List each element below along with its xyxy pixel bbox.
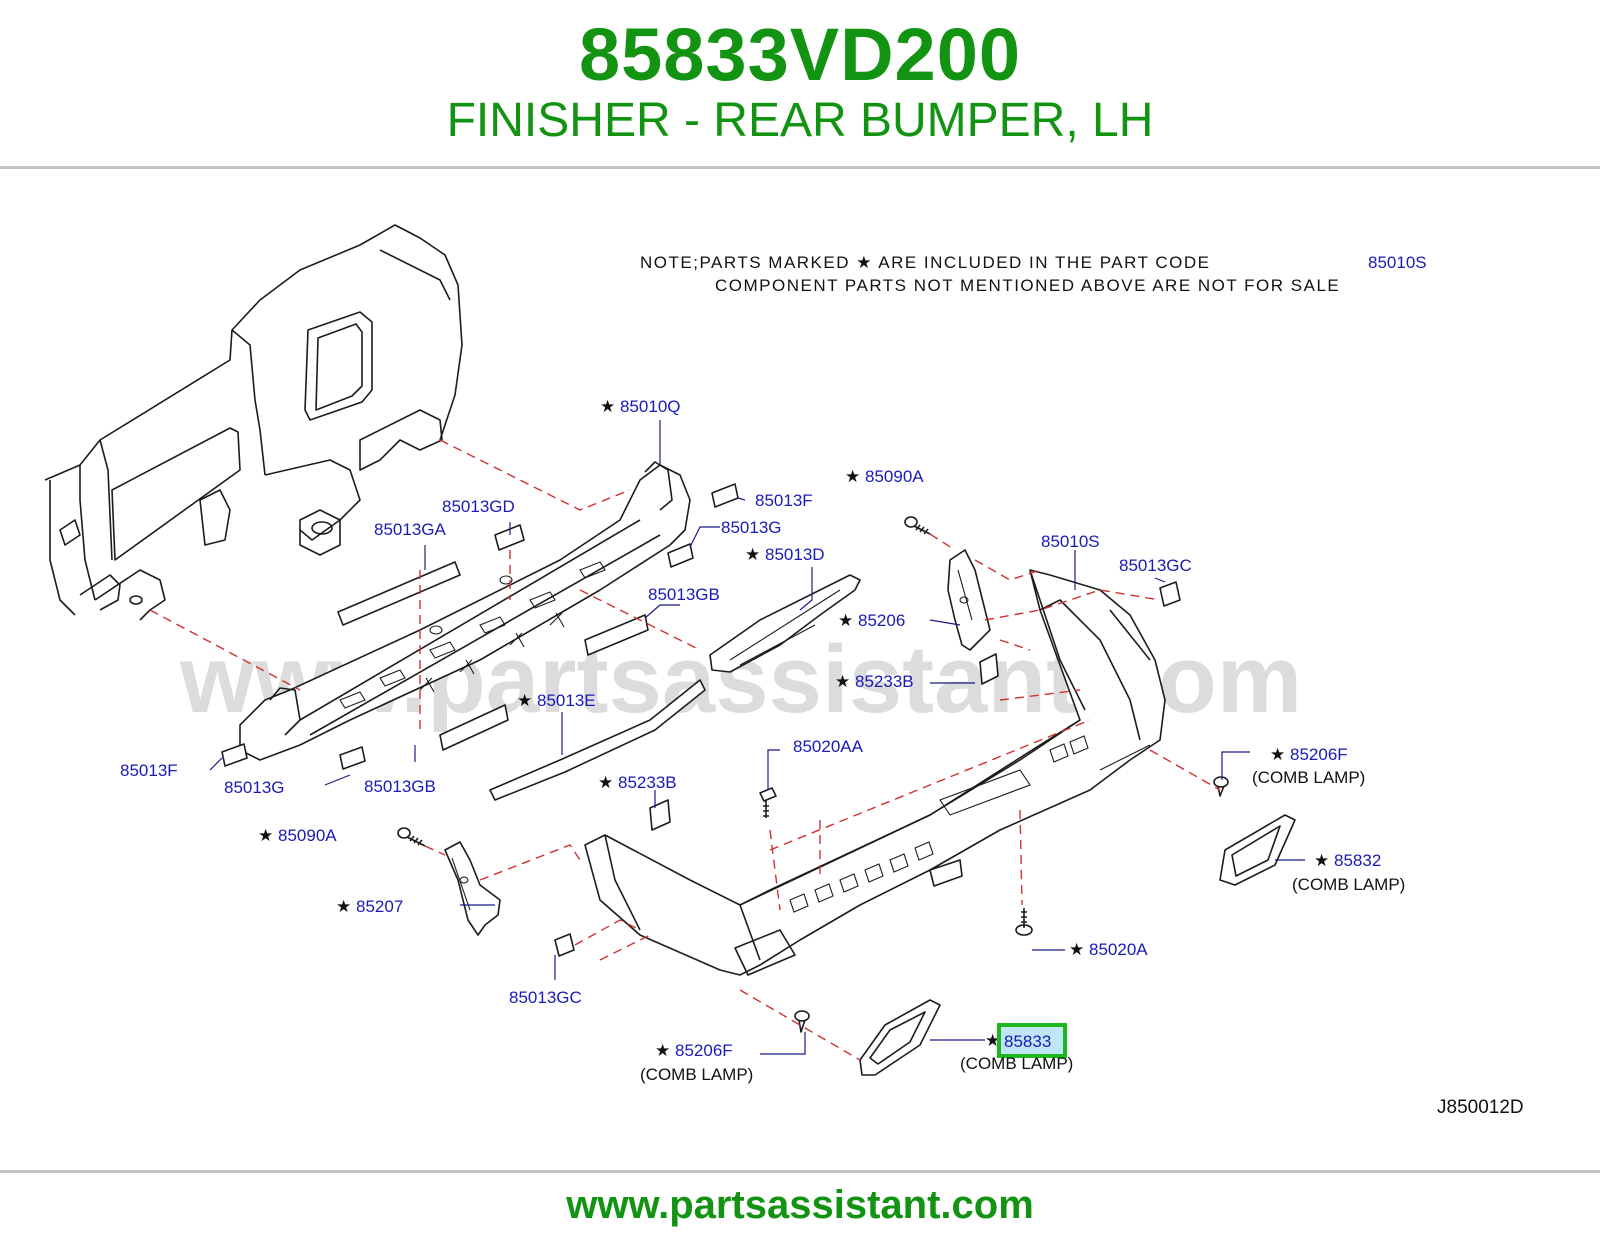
callout-85090A-bottom[interactable]: 85090A (278, 826, 337, 845)
callout-85013GC-top[interactable]: 85013GC (1119, 556, 1192, 575)
assembly-lines (149, 439, 1221, 1061)
note-line-1: NOTE;PARTS MARKED ★ ARE INCLUDED IN THE … (640, 253, 1211, 272)
star-85207: ★ (336, 897, 351, 916)
bumper-fascia (584, 569, 1166, 976)
star-85206F-bottom: ★ (655, 1041, 670, 1060)
callout-85020AA[interactable]: 85020AA (793, 737, 864, 756)
comb-lamp-label-right-upper: (COMB LAMP) (1252, 768, 1365, 787)
parts-diagram: www.partsassistant.com NOTE;PARTS MARKED… (44, 224, 1524, 1118)
callout-85090A-top[interactable]: 85090A (865, 467, 924, 486)
note-line-2: COMPONENT PARTS NOT MENTIONED ABOVE ARE … (715, 276, 1340, 295)
note-part-code[interactable]: 85010S (1368, 253, 1427, 272)
pad-85013GB-top (584, 614, 649, 656)
top-divider (0, 166, 1600, 169)
star-85233B-top: ★ (835, 672, 850, 691)
star-85233B-mid: ★ (598, 773, 613, 792)
clip-85233B-mid (649, 799, 671, 831)
bottom-divider (0, 1170, 1600, 1173)
pad-85013GA (337, 561, 461, 626)
bolt-85020A (1015, 908, 1033, 936)
screw-85090A-bottom (397, 827, 426, 847)
callout-85013F-bottom[interactable]: 85013F (120, 761, 178, 780)
rear-body-panel (44, 224, 463, 621)
highlight-box-85833 (997, 1023, 1067, 1058)
star-85010Q: ★ (600, 397, 615, 416)
header: 85833VD200 FINISHER - REAR BUMPER, LH (0, 0, 1600, 168)
callout-85833[interactable]: 85833 (1004, 1032, 1051, 1051)
star-85013E: ★ (517, 691, 532, 710)
callout-85013GD[interactable]: 85013GD (442, 497, 515, 516)
pad-85013GD (494, 524, 525, 551)
callout-85013G-bottom[interactable]: 85013G (224, 778, 285, 797)
pad-85013F-top (711, 483, 739, 508)
callout-85010Q[interactable]: 85010Q (620, 397, 681, 416)
callout-85206F-right[interactable]: 85206F (1290, 745, 1348, 764)
callout-85206[interactable]: 85206 (858, 611, 905, 630)
callout-85013GB-top[interactable]: 85013GB (648, 585, 720, 604)
callout-85013E[interactable]: 85013E (537, 691, 596, 710)
comb-lamp-label-85833: (COMB LAMP) (960, 1054, 1073, 1073)
pad-85013GC-top (1159, 581, 1181, 607)
pad-85013F-bottom (221, 743, 248, 767)
callout-85233B-mid[interactable]: 85233B (618, 773, 677, 792)
strip-85013E (489, 679, 706, 801)
pad-85013G-bottom (339, 746, 366, 770)
comb-lamp-label-bottom-left: (COMB LAMP) (640, 1065, 753, 1084)
bolt-85020AA (759, 787, 777, 818)
grommet-85206F-right (1213, 776, 1229, 797)
screw-85090A-top (904, 516, 931, 535)
callout-85020A[interactable]: 85020A (1089, 940, 1148, 959)
callout-85013D[interactable]: 85013D (765, 545, 825, 564)
star-85020A: ★ (1069, 940, 1084, 959)
star-85833: ★ (985, 1031, 1000, 1050)
bracket-85207 (444, 841, 501, 936)
star-85832: ★ (1314, 851, 1329, 870)
energy-absorber-85013D (709, 574, 861, 673)
star-85013D: ★ (745, 545, 760, 564)
bumper-reinforcement (239, 461, 691, 761)
callout-85207[interactable]: 85207 (356, 897, 403, 916)
callout-85013GA[interactable]: 85013GA (374, 520, 446, 539)
callout-85233B-top[interactable]: 85233B (855, 672, 914, 691)
footer-url[interactable]: www.partsassistant.com (566, 1183, 1034, 1227)
leader-lines (209, 420, 1305, 1055)
callout-85010S[interactable]: 85010S (1041, 532, 1100, 551)
callout-85206F-bottom[interactable]: 85206F (675, 1041, 733, 1060)
lamp-finisher-85833 (859, 999, 941, 1076)
part-name-subtitle: FINISHER - REAR BUMPER, LH (446, 94, 1154, 147)
part-number-title: 85833VD200 (578, 13, 1022, 96)
callout-85013F-top[interactable]: 85013F (755, 491, 813, 510)
star-85206F-right: ★ (1270, 745, 1285, 764)
pad-85013GC-bottom (554, 933, 575, 957)
star-85090A-bottom: ★ (258, 826, 273, 845)
clip-85233B-top (979, 653, 999, 685)
callout-85013G-top[interactable]: 85013G (721, 518, 782, 537)
callout-85013GC-bottom[interactable]: 85013GC (509, 988, 582, 1007)
lamp-finisher-85832 (1219, 814, 1296, 886)
callout-85832[interactable]: 85832 (1334, 851, 1381, 870)
callout-85013GB-bottom[interactable]: 85013GB (364, 777, 436, 796)
star-85206: ★ (838, 611, 853, 630)
star-85090A-top: ★ (845, 467, 860, 486)
pad-85013G-top (667, 543, 694, 568)
comb-lamp-label-85832: (COMB LAMP) (1292, 875, 1405, 894)
pad-85013GB-bottom (439, 704, 509, 751)
diagram-code: J850012D (1437, 1097, 1524, 1118)
